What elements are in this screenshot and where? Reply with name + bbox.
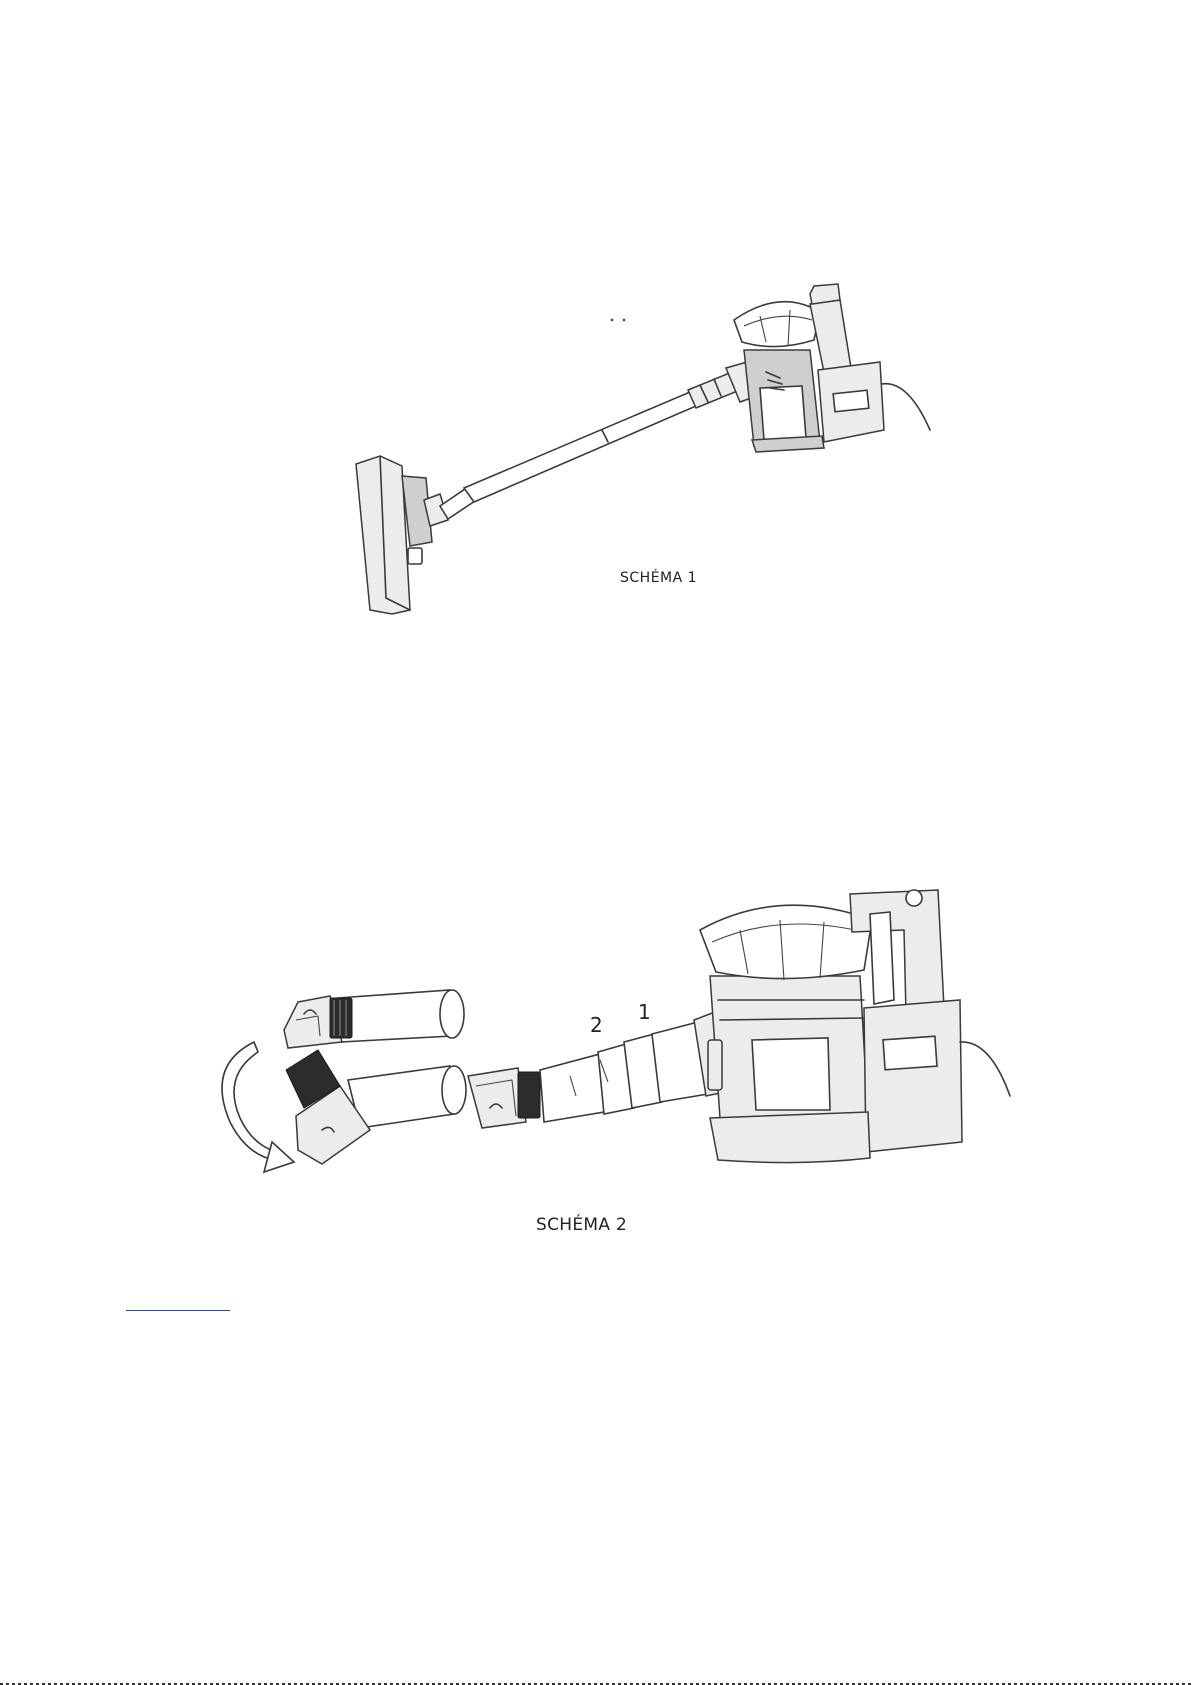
floor-nozzle-icon	[356, 456, 448, 614]
handheld-body-icon	[700, 890, 1010, 1163]
figure-2-handheld-vacuum-illustration	[200, 890, 1100, 1200]
crevice-brush-tool-icon	[468, 1054, 607, 1128]
figure-2-caption: SCHÉMA 2	[536, 1215, 627, 1235]
callout-label-2: 2	[590, 1013, 603, 1037]
brush-attachment-folded-icon	[284, 990, 464, 1048]
rotation-arrow-icon	[222, 1042, 294, 1172]
brush-attachment-unfolded-icon	[286, 1050, 466, 1164]
figure-1-stick-vacuum-illustration	[340, 280, 930, 620]
extension-tube-icon	[440, 372, 740, 519]
callout-label-1: 1	[638, 1000, 651, 1024]
figure-1-caption: SCHÉMA 1	[620, 570, 697, 586]
hyperlink-underline[interactable]	[126, 1310, 230, 1311]
vacuum-body-icon	[726, 284, 930, 452]
